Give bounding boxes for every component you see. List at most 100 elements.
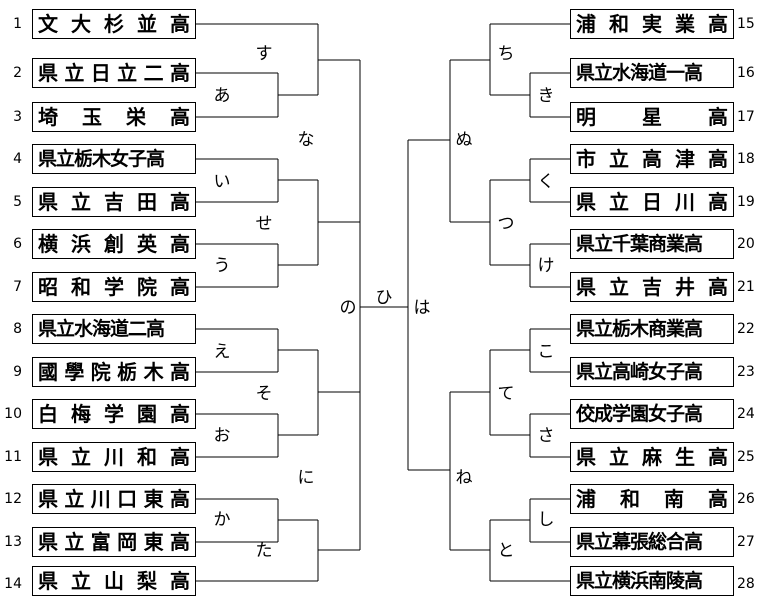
team-box-23: 県立高崎女子高 xyxy=(570,357,734,387)
team-box-21: 県立吉井高 xyxy=(570,272,734,302)
team-name-6: 横浜創英高 xyxy=(38,232,190,256)
seed-9: 9 xyxy=(13,364,22,380)
seed-3: 3 xyxy=(13,109,22,125)
seed-13: 13 xyxy=(4,534,22,550)
seed-10: 10 xyxy=(4,406,22,422)
seed-2: 2 xyxy=(13,65,22,81)
match-label-ko: こ xyxy=(537,342,555,362)
seed-26: 26 xyxy=(737,491,755,507)
match-label-hi: ひ xyxy=(375,288,393,308)
team-box-26: 浦和南高 xyxy=(570,484,734,514)
team-name-13: 県立富岡東高 xyxy=(38,530,190,554)
team-box-16: 県立水海道一高 xyxy=(570,58,734,88)
team-box-8: 県立水海道二高 xyxy=(32,314,196,344)
seed-22: 22 xyxy=(737,321,755,337)
team-box-18: 市立高津高 xyxy=(570,144,734,174)
team-box-13: 県立富岡東高 xyxy=(32,527,196,557)
match-label-ni: に xyxy=(297,468,315,488)
match-label-u: う xyxy=(213,256,231,276)
match-label-no: の xyxy=(339,298,357,318)
match-label-ta: た xyxy=(255,541,273,561)
team-box-22: 県立栃木商業高 xyxy=(570,314,734,344)
seed-18: 18 xyxy=(737,151,755,167)
seed-28: 28 xyxy=(737,576,755,592)
team-box-5: 県立吉田高 xyxy=(32,187,196,217)
team-box-25: 県立麻生高 xyxy=(570,442,734,472)
match-label-ne: ね xyxy=(455,468,473,488)
team-box-11: 県立川和高 xyxy=(32,442,196,472)
seed-23: 23 xyxy=(737,364,755,380)
team-box-17: 明星高 xyxy=(570,102,734,132)
team-name-1: 文大杉並高 xyxy=(38,12,190,36)
team-name-26: 浦和南高 xyxy=(576,487,728,511)
match-label-e: え xyxy=(213,342,231,362)
team-name-25: 県立麻生高 xyxy=(576,445,728,469)
team-name-14: 県立山梨高 xyxy=(38,569,190,593)
match-label-ke: け xyxy=(537,256,555,276)
team-name-28: 県立横浜南陵高 xyxy=(576,570,703,592)
team-name-20: 県立千葉商業高 xyxy=(576,233,703,255)
team-box-12: 県立川口東高 xyxy=(32,484,196,514)
team-name-3: 埼玉栄高 xyxy=(38,105,190,129)
team-box-24: 佼成学園女子高 xyxy=(570,399,734,429)
team-box-4: 県立栃木女子高 xyxy=(32,144,196,174)
team-name-4: 県立栃木女子高 xyxy=(38,148,165,170)
match-label-ki: き xyxy=(537,86,555,106)
seed-16: 16 xyxy=(737,65,755,81)
team-box-20: 県立千葉商業高 xyxy=(570,229,734,259)
match-label-su: す xyxy=(255,44,273,64)
seed-6: 6 xyxy=(13,236,22,252)
team-box-28: 県立横浜南陵高 xyxy=(570,566,734,596)
team-box-15: 浦和実業高 xyxy=(570,9,734,39)
match-label-sa: さ xyxy=(537,426,555,446)
team-name-9: 國學院栃木高 xyxy=(38,360,190,384)
team-box-27: 県立幕張総合高 xyxy=(570,527,734,557)
match-label-ha: は xyxy=(413,298,431,318)
team-name-7: 昭和学院高 xyxy=(38,275,190,299)
seed-14: 14 xyxy=(4,576,22,592)
team-name-18: 市立高津高 xyxy=(576,147,728,171)
match-label-na: な xyxy=(297,130,315,150)
team-box-10: 白梅学園高 xyxy=(32,399,196,429)
seed-21: 21 xyxy=(737,279,755,295)
match-label-shi: し xyxy=(537,510,555,530)
seed-1: 1 xyxy=(13,16,22,32)
team-name-8: 県立水海道二高 xyxy=(38,318,165,340)
match-label-to: と xyxy=(497,541,515,561)
team-name-15: 浦和実業高 xyxy=(576,12,728,36)
seed-11: 11 xyxy=(4,449,22,465)
seed-17: 17 xyxy=(737,109,755,125)
seed-7: 7 xyxy=(13,279,22,295)
match-label-tsu: つ xyxy=(497,214,515,234)
team-name-27: 県立幕張総合高 xyxy=(576,531,703,553)
team-box-19: 県立日川高 xyxy=(570,187,734,217)
match-label-a: あ xyxy=(213,86,231,106)
seed-15: 15 xyxy=(737,16,755,32)
team-box-2: 県立日立二高 xyxy=(32,58,196,88)
match-label-chi: ち xyxy=(497,44,515,64)
team-name-21: 県立吉井高 xyxy=(576,275,728,299)
team-name-22: 県立栃木商業高 xyxy=(576,318,703,340)
team-name-16: 県立水海道一高 xyxy=(576,62,703,84)
team-name-23: 県立高崎女子高 xyxy=(576,361,703,383)
team-name-17: 明星高 xyxy=(576,105,728,129)
team-box-6: 横浜創英高 xyxy=(32,229,196,259)
team-box-7: 昭和学院高 xyxy=(32,272,196,302)
team-box-9: 國學院栃木高 xyxy=(32,357,196,387)
team-name-12: 県立川口東高 xyxy=(38,487,190,511)
match-label-i: い xyxy=(213,172,231,192)
match-label-se: せ xyxy=(255,214,273,234)
seed-4: 4 xyxy=(13,151,22,167)
match-label-ku: く xyxy=(537,172,555,192)
team-name-19: 県立日川高 xyxy=(576,190,728,214)
team-name-11: 県立川和高 xyxy=(38,445,190,469)
team-name-24: 佼成学園女子高 xyxy=(576,403,703,425)
seed-27: 27 xyxy=(737,534,755,550)
seed-24: 24 xyxy=(737,406,755,422)
team-name-5: 県立吉田高 xyxy=(38,190,190,214)
seed-20: 20 xyxy=(737,236,755,252)
seed-19: 19 xyxy=(737,194,755,210)
match-label-ka: か xyxy=(213,510,231,530)
